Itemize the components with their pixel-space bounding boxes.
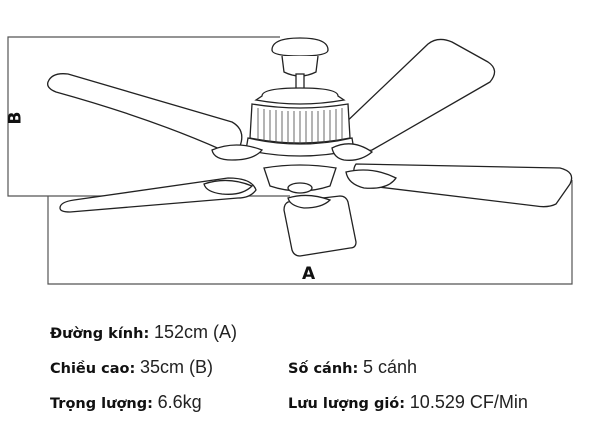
spec-value: 5 cánh bbox=[363, 357, 418, 377]
spec-label: Số cánh: bbox=[288, 361, 359, 377]
width-dimension-box bbox=[47, 180, 573, 285]
spec-diameter: Đường kính: 152cm (A) bbox=[50, 322, 237, 343]
spec-value: 152cm (A) bbox=[153, 322, 238, 342]
motor-ribs bbox=[257, 108, 343, 144]
spec-value: 6.6kg bbox=[157, 392, 202, 412]
spec-label: Lưu lượng gió: bbox=[288, 396, 406, 412]
spec-airflow: Lưu lượng gió: 10.529 CF/Min bbox=[288, 392, 528, 413]
spec-label: Chiều cao: bbox=[50, 361, 136, 377]
fan-blades bbox=[47, 38, 573, 257]
spec-weight: Trọng lượng: 6.6kg bbox=[50, 392, 202, 413]
ceiling-fan-diagram bbox=[7, 36, 573, 285]
spec-label: Đường kính: bbox=[50, 326, 150, 342]
spec-value: 35cm (B) bbox=[140, 357, 214, 377]
spec-label: Trọng lượng: bbox=[50, 396, 153, 412]
width-dimension-label: A bbox=[302, 264, 316, 284]
spec-blade-count: Số cánh: 5 cánh bbox=[288, 357, 417, 378]
spec-value: 10.529 CF/Min bbox=[409, 392, 528, 412]
height-dimension-label: B bbox=[5, 111, 26, 125]
blade-left-upper bbox=[47, 73, 243, 151]
blade-right-upper bbox=[339, 38, 496, 152]
spec-height: Chiều cao: 35cm (B) bbox=[50, 357, 213, 378]
blade-front bbox=[283, 195, 357, 257]
switch-housing bbox=[263, 164, 337, 192]
canopy bbox=[271, 37, 329, 57]
